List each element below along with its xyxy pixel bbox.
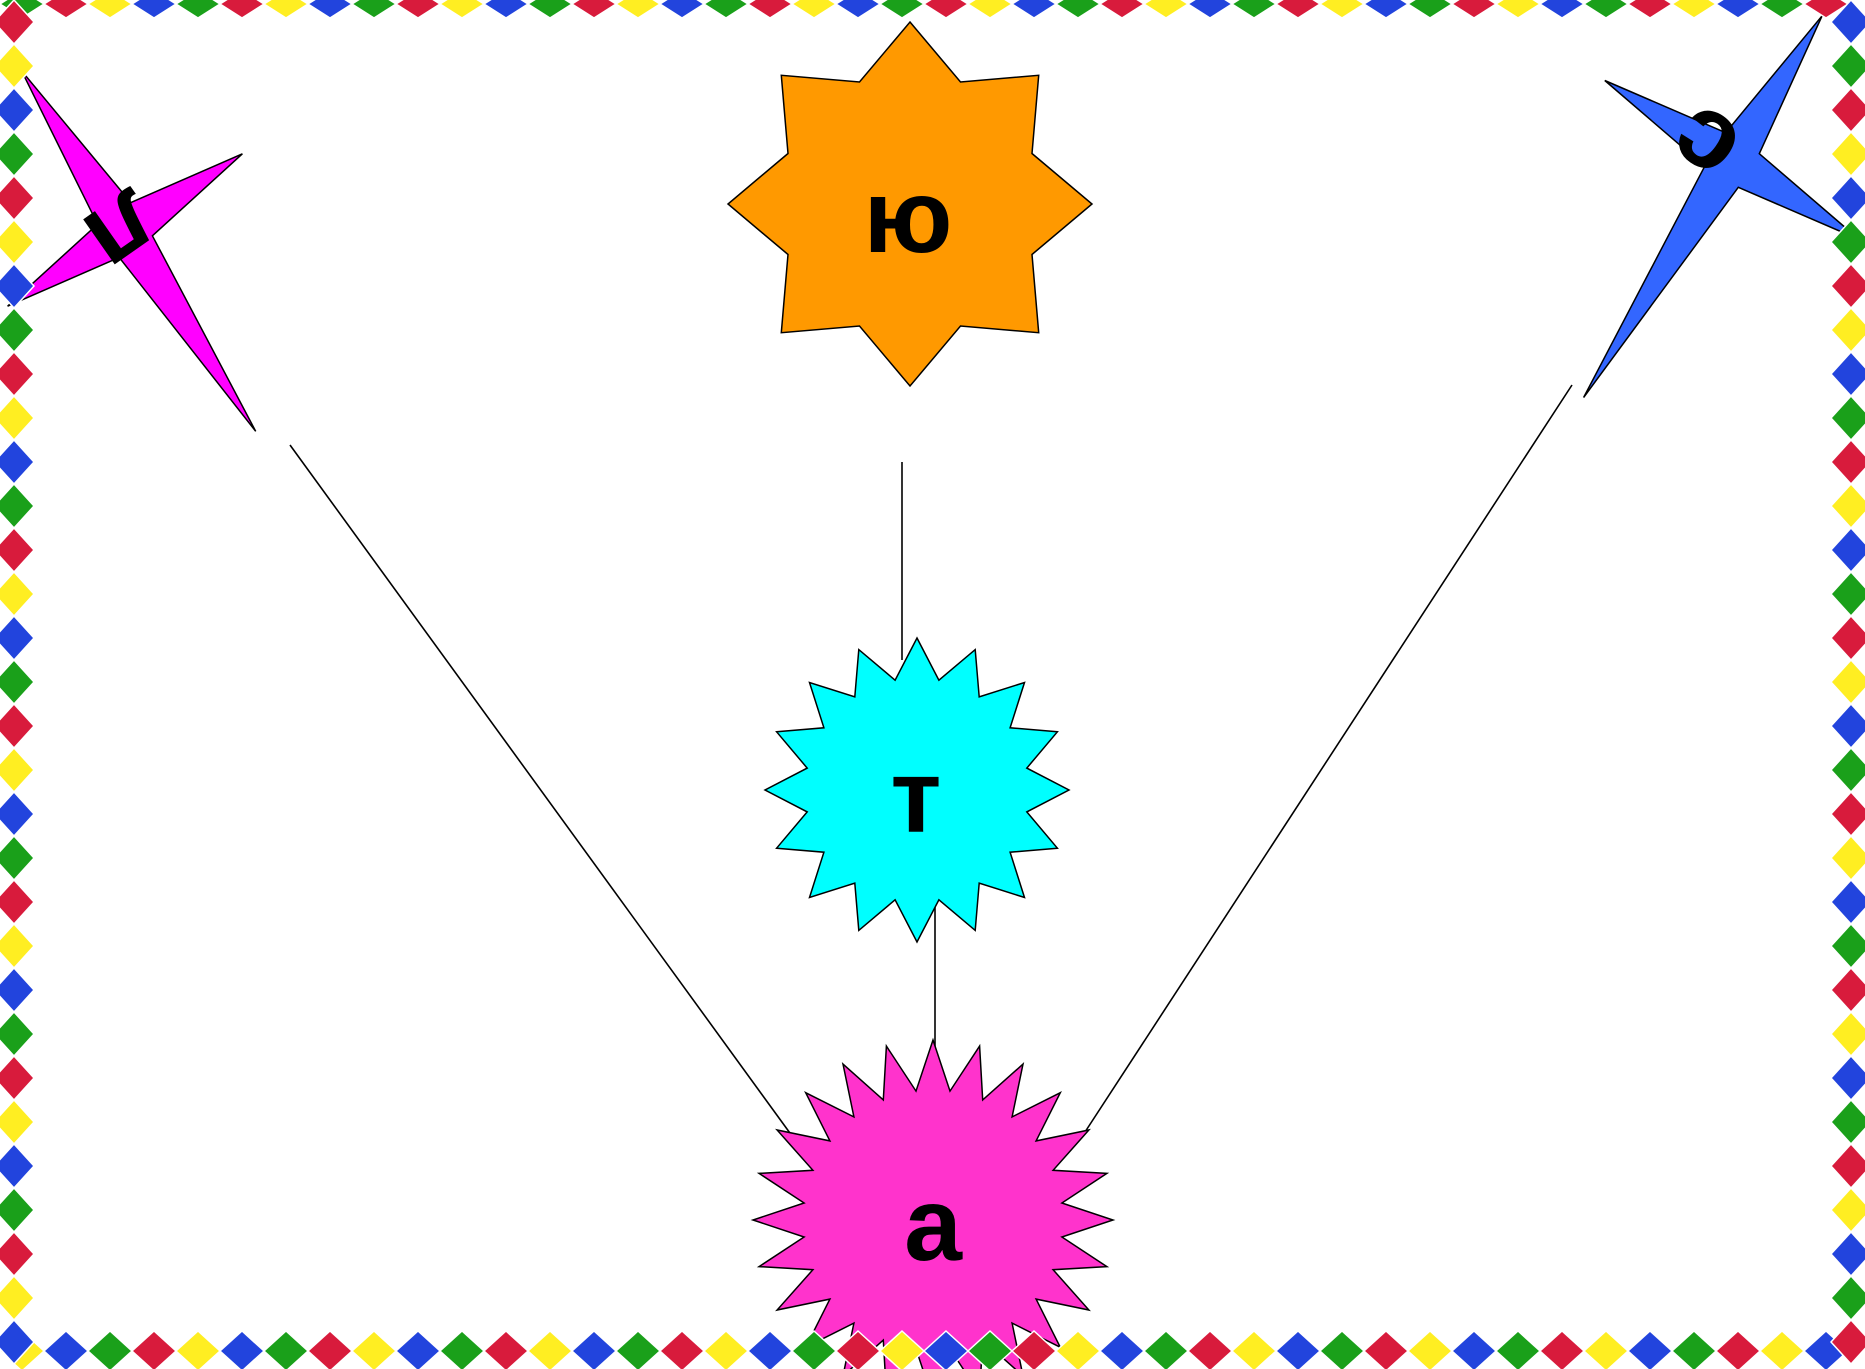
star-letter-cyan: т: [891, 739, 942, 855]
star-orange[interactable]: ю: [728, 22, 1092, 386]
star-letter-pink: а: [904, 1167, 963, 1283]
star-letter-orange: ю: [864, 159, 953, 275]
star-cyan[interactable]: т: [765, 638, 1069, 942]
